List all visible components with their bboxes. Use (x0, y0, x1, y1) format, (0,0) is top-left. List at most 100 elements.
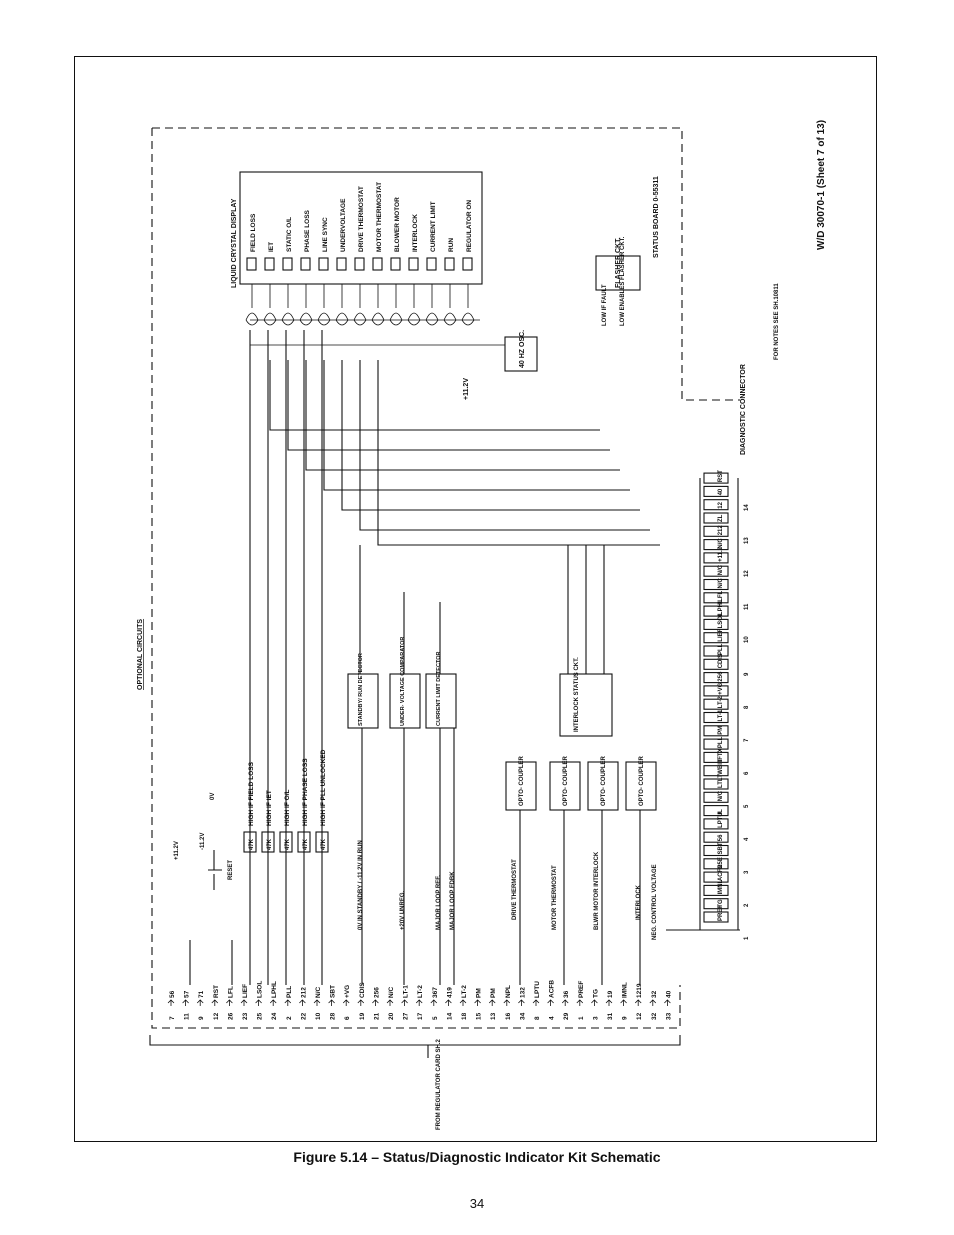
connector-label: LT-2 (417, 985, 424, 998)
diag-pin-box (703, 711, 729, 724)
connector-number: 31 (607, 1012, 614, 1020)
connector-number: 23 (242, 1012, 249, 1020)
diag-pin-label: 12 (718, 501, 724, 508)
connector-label: NPL (505, 985, 512, 998)
connector-number: 3 (592, 1016, 599, 1020)
diag-pin-label: IL (718, 809, 724, 815)
resistor-label: 47K (267, 838, 273, 850)
xor-gate (335, 284, 349, 326)
optional-circuits-label: OPTIONAL CIRCUITS (137, 619, 144, 690)
terminal-arrow (561, 999, 569, 1006)
opto-coupler-label: OPTO- COUPLER (601, 755, 607, 806)
figure-frame (74, 56, 877, 1142)
connector-label: 19 (607, 990, 614, 998)
bus-lines (269, 360, 660, 674)
diag-pin-label: N/C (718, 578, 724, 589)
terminal-arrow (488, 999, 496, 1006)
xor-gate (371, 284, 385, 326)
xor-gate (245, 284, 259, 326)
lcd-indicator-box (282, 257, 293, 271)
detector-box (425, 673, 457, 729)
lcd-indicator-box (390, 257, 401, 271)
connector-label: LFL (227, 986, 234, 998)
diag-pin-box (703, 645, 729, 657)
diag-pin-label: PLL (718, 643, 724, 655)
diag-pin-box (703, 858, 729, 870)
terminal-arrow (226, 999, 233, 1006)
connector-label: PLL (286, 986, 293, 998)
opto-coupler-box (587, 761, 619, 811)
xor-gate (443, 284, 457, 326)
lcd-indicator-label: FIELD LOSS (250, 213, 257, 252)
diag-pin-label: 25E (718, 857, 724, 868)
xor-gate (425, 284, 439, 326)
diag-pin-box (703, 738, 729, 750)
diag-pin-box (703, 751, 729, 763)
connector-number: 18 (461, 1012, 468, 1020)
high-if-label: HIGH IF IET (266, 790, 273, 826)
diag-pin-label: PM (718, 726, 724, 735)
diag-pin-box (703, 539, 729, 551)
diag-pin-box (703, 512, 729, 524)
signal-label: NEG. CONTROL VOLTAGE (652, 864, 658, 940)
diag-pin-label: PLL (718, 736, 724, 748)
connector-number: 16 (505, 1012, 512, 1020)
connector-number: 7 (169, 1016, 176, 1020)
connector-number: 27 (403, 1012, 410, 1020)
opto-coupler-box (625, 761, 657, 811)
lcd-indicator-box (246, 257, 257, 271)
lcd-indicator-label: LINE SYNC (322, 217, 329, 252)
opto-coupler-box (549, 761, 581, 811)
connector-label: 36 (563, 990, 570, 998)
lcd-indicator-box (336, 257, 347, 271)
diag-pin-box (703, 592, 729, 604)
terminal-arrow (167, 999, 175, 1006)
diag-pin-label: RST (718, 470, 724, 482)
connector-label: LT-2 (461, 985, 468, 998)
connector-label: LT-1 (403, 985, 410, 998)
diag-pin-box (703, 672, 729, 684)
diag-pin-label: IFTX (718, 748, 724, 761)
connector-label: 40 (665, 990, 672, 998)
lcd-indicator-box (426, 257, 437, 271)
high-if-label: HIGH IF FIELD LOSS (248, 761, 255, 826)
xor-gate (299, 284, 313, 326)
connector-number: 4 (549, 1016, 556, 1020)
detector-label: CURRENT LIMIT DETECTOR (436, 652, 442, 726)
terminal-arrow (269, 999, 277, 1006)
resistor-label: 47K (249, 838, 255, 850)
diag-pin-label: ACFB (718, 864, 724, 881)
diag-pin-number: 12 (744, 570, 750, 577)
xor-gate (317, 284, 331, 326)
terminal-arrow (459, 999, 467, 1006)
connector-label: CDIS (359, 982, 366, 998)
diag-connector-label: DIAGNOSTIC CONNECTOR (740, 364, 747, 455)
opto-coupler-label: OPTO- COUPLER (639, 755, 645, 806)
zero-v-label: 0V (210, 793, 216, 800)
sheet-ref: W/D 30070-1 (Sheet 7 of 13) (816, 120, 827, 250)
connector-label: +VG (344, 985, 351, 998)
supply-label: +11.2V (463, 378, 470, 400)
diag-pin-number: 3 (744, 870, 750, 874)
diag-pin-box (703, 525, 729, 537)
diag-pin-box (703, 725, 729, 737)
diag-pin-box (703, 805, 729, 817)
terminal-arrow (240, 999, 248, 1006)
diag-pin-box (703, 472, 729, 484)
diag-pin-label: LFL (718, 590, 724, 601)
connector-number: 5 (432, 1016, 439, 1020)
terminal-arrow (518, 999, 525, 1006)
diag-pin-number: 1 (744, 936, 750, 940)
lcd-indicator-label: STATIC O/L (286, 217, 293, 252)
connector-label: PM (490, 988, 497, 998)
opto-coupler-label: OPTO- COUPLER (563, 755, 569, 806)
diag-pin-box (703, 605, 729, 617)
high-if-label: HIGH IF PLL UNLOCKED (320, 749, 327, 826)
diag-pin-box (703, 685, 729, 697)
connector-label: 56 (169, 990, 176, 998)
interlock-ckt-label: INTERLOCK STATUS CKT. (574, 657, 580, 732)
diag-pin-label: N/C (718, 564, 724, 575)
interlock-ckt-box (559, 673, 613, 737)
connector-label: 71 (198, 990, 205, 998)
